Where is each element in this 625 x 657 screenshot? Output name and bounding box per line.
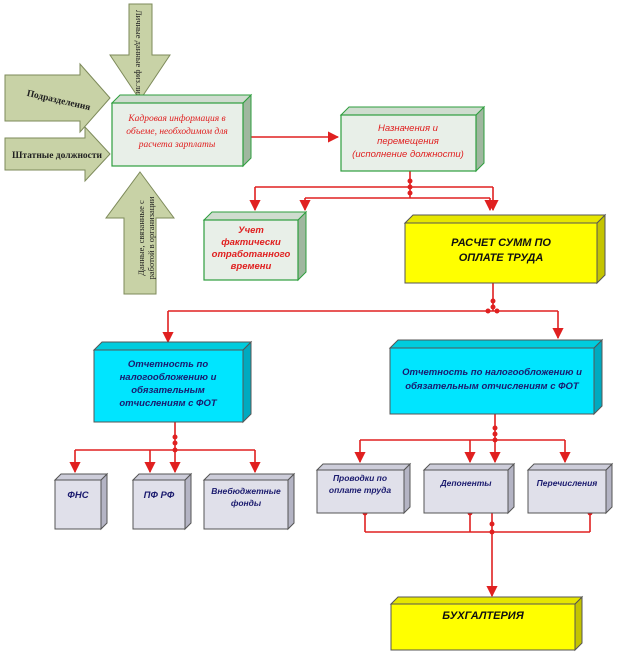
box-naznacheniya: Назначения и перемещения (исполнение дол… [339,105,486,173]
raschet-line-2: ОПЛАТЕ ТРУДА [459,252,544,264]
svg-text:работой в организации: работой в организации [146,196,156,279]
provodki-line-2: оплате труда [329,485,391,495]
naznacheniya-line-3: (исполнение должности) [352,149,464,160]
uchet-line-2: фактически [221,237,281,248]
otchet-right-line-1: Отчетность по налогообложению и [402,367,582,378]
input-arrow-podrazdeleniya: Подразделения [4,62,111,134]
box-uchet: Учет фактически отработанного времени [202,210,308,282]
provodki-line-1: Проводки по [333,473,387,483]
connectors [69,131,591,598]
vnebyudzh-line-1: Внебюджетные [211,486,281,496]
box-provodki: Проводки по оплате труда [315,462,412,515]
box-buhgalteriya: БУХГАЛТЕРИЯ [389,595,584,652]
otchet-right-line-2: обязательным отчислениям с ФОТ [405,381,580,392]
otchet-left-line-1: Отчетность по [128,359,208,370]
box-fns: ФНС [53,472,109,531]
box-kadrovaya: Кадровая информация в объеме, необходимо… [110,93,253,168]
box-vnebyudzh: Внебюджетные фонды [202,472,296,531]
box-deponenty: Депоненты [422,462,516,515]
uchet-line-3: отработанного [212,249,291,260]
box-otchet-left: Отчетность по налогообложению и обязател… [92,340,253,424]
deponenty-label: Депоненты [439,478,492,488]
input-arrow-top: Личные данные физ.лица [109,3,171,102]
buhgalteriya-label: БУХГАЛТЕРИЯ [442,610,524,622]
raschet-line-1: РАСЧЕТ СУММ ПО [451,237,551,249]
kadrovaya-line-1: Кадровая информация в [127,113,225,124]
input-label-lichnye: Личные данные физ.лица [134,10,144,102]
pfr-label: ПФ РФ [144,490,175,501]
naznacheniya-line-2: перемещения [377,136,439,147]
naznacheniya-line-1: Назначения и [378,123,439,134]
vnebyudzh-line-2: фонды [231,498,262,508]
kadrovaya-line-3: расчета зарплаты [138,140,216,150]
input-arrow-bottom: Данные, связанные с работой в организаци… [105,171,175,295]
input-arrow-shtatnye: Штатные должности [4,125,111,183]
uchet-line-4: времени [231,261,272,272]
box-perechisleniya: Перечисления [526,462,614,515]
otchet-left-line-4: отчислениям с ФОТ [119,398,217,409]
input-label-shtatnye: Штатные должности [12,151,103,161]
uchet-line-1: Учет [238,225,264,236]
box-raschet: РАСЧЕТ СУММ ПО ОПЛАТЕ ТРУДА [403,213,607,285]
input-label-dannye: Данные, связанные с [136,200,146,276]
kadrovaya-line-2: объеме, необходимом для [126,126,228,137]
box-pfr: ПФ РФ [131,472,193,531]
otchet-left-line-3: обязательным [131,385,205,396]
perechisleniya-label: Перечисления [537,478,598,488]
otchet-left-line-2: налогообложению и [120,372,217,383]
box-otchet-right: Отчетность по налогообложению и обязател… [388,338,604,416]
fns-label: ФНС [67,490,88,501]
